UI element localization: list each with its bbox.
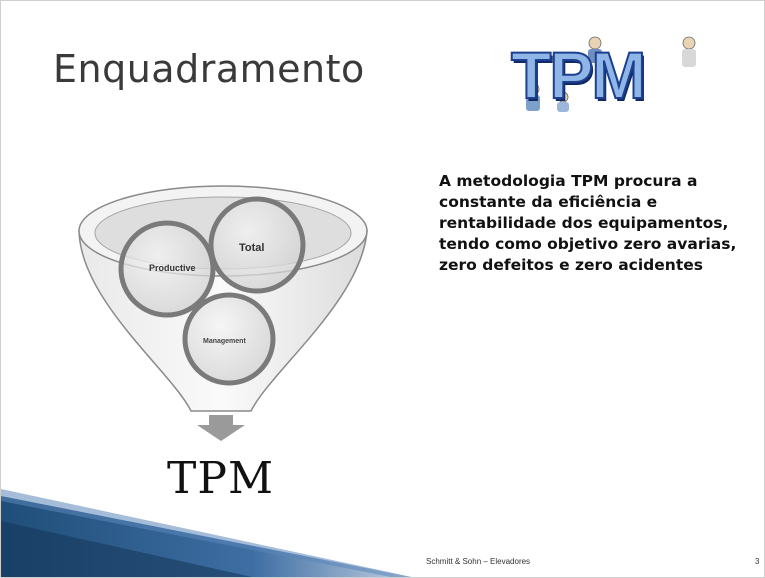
management-label: Management	[203, 338, 246, 345]
tpm-result-label: TPM	[167, 453, 275, 504]
total-circle	[208, 196, 306, 294]
down-arrow-icon	[197, 415, 245, 441]
body-paragraph: A metodologia TPM procura a constante da…	[439, 172, 737, 274]
slide-title: Enquadramento	[53, 47, 365, 91]
productive-circle	[118, 220, 216, 318]
tpm-funnel-diagram: Productive Total Management	[78, 185, 368, 441]
productive-label: Productive	[149, 263, 196, 273]
tpm-logo: TPM	[510, 29, 701, 114]
tpm-logo-figures	[526, 36, 696, 112]
footer-text: Schmitt & Sohn – Elevadores	[426, 557, 531, 566]
page-number: 3	[755, 557, 760, 566]
logo-text: TPM	[510, 37, 647, 113]
decorative-wedge	[1, 489, 412, 577]
total-label: Total	[239, 242, 264, 254]
management-circle	[182, 292, 276, 386]
